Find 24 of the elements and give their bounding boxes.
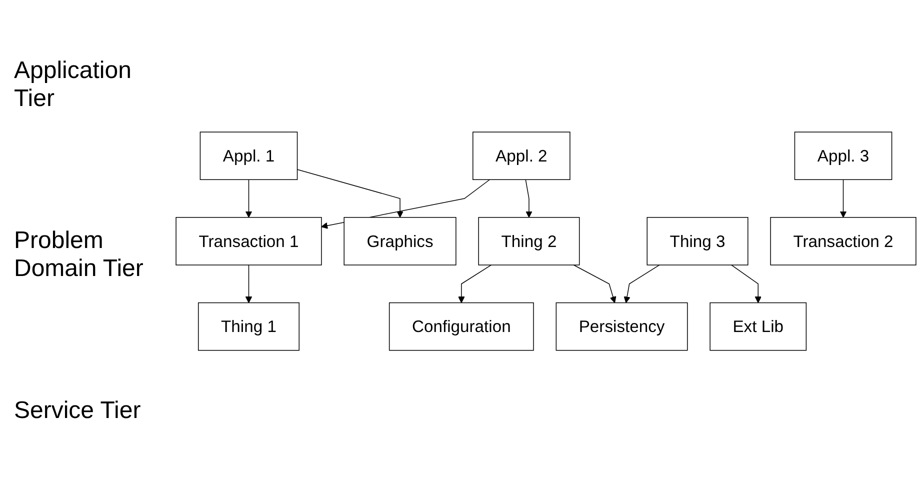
node-box: Transaction 2 bbox=[770, 216, 916, 266]
arrow bbox=[573, 264, 616, 303]
node-box: Appl. 1 bbox=[200, 131, 298, 180]
tier-label: Problem Domain Tier bbox=[14, 227, 144, 283]
tier-label: Application Tier bbox=[14, 57, 132, 113]
node-box: Persistency bbox=[556, 302, 688, 351]
arrow bbox=[245, 179, 252, 218]
arrow bbox=[525, 179, 532, 218]
node-box: Appl. 3 bbox=[794, 131, 892, 180]
node-box: Thing 3 bbox=[646, 216, 748, 266]
node-box: Transaction 1 bbox=[176, 216, 322, 266]
node-box: Configuration bbox=[388, 302, 534, 351]
node-box: Ext Lib bbox=[710, 302, 807, 351]
arrow bbox=[624, 264, 660, 303]
arrow bbox=[458, 264, 492, 303]
node-box: Graphics bbox=[344, 216, 456, 266]
node-box: Thing 2 bbox=[478, 216, 580, 266]
arrow bbox=[245, 264, 252, 303]
arrow bbox=[840, 179, 847, 218]
tier-label: Service Tier bbox=[14, 397, 142, 425]
node-box: Appl. 2 bbox=[472, 131, 570, 180]
arrow bbox=[296, 168, 404, 218]
node-box: Thing 1 bbox=[198, 302, 300, 351]
arrow bbox=[730, 264, 762, 303]
